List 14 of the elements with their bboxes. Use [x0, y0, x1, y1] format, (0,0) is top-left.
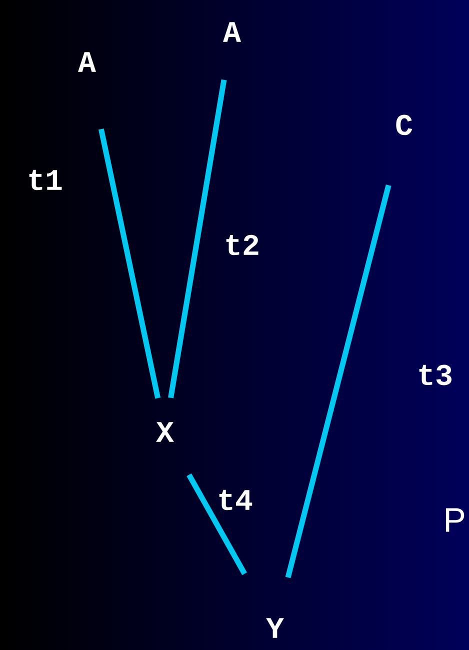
- branch-line: [285, 184, 392, 578]
- partial-text: P: [446, 508, 464, 532]
- node-label: C: [396, 114, 412, 136]
- edge-label: t1: [29, 170, 62, 190]
- branch-line: [186, 473, 247, 576]
- edge-label: t3: [419, 364, 452, 386]
- edge-label: t4: [219, 490, 252, 510]
- node-label: A: [78, 52, 96, 72]
- edge-label: t2: [226, 234, 258, 256]
- node-label: A: [223, 22, 241, 42]
- node-label: Y: [266, 618, 284, 638]
- node-label: X: [156, 422, 174, 442]
- branch-line: [168, 79, 227, 398]
- branch-line: [98, 128, 161, 399]
